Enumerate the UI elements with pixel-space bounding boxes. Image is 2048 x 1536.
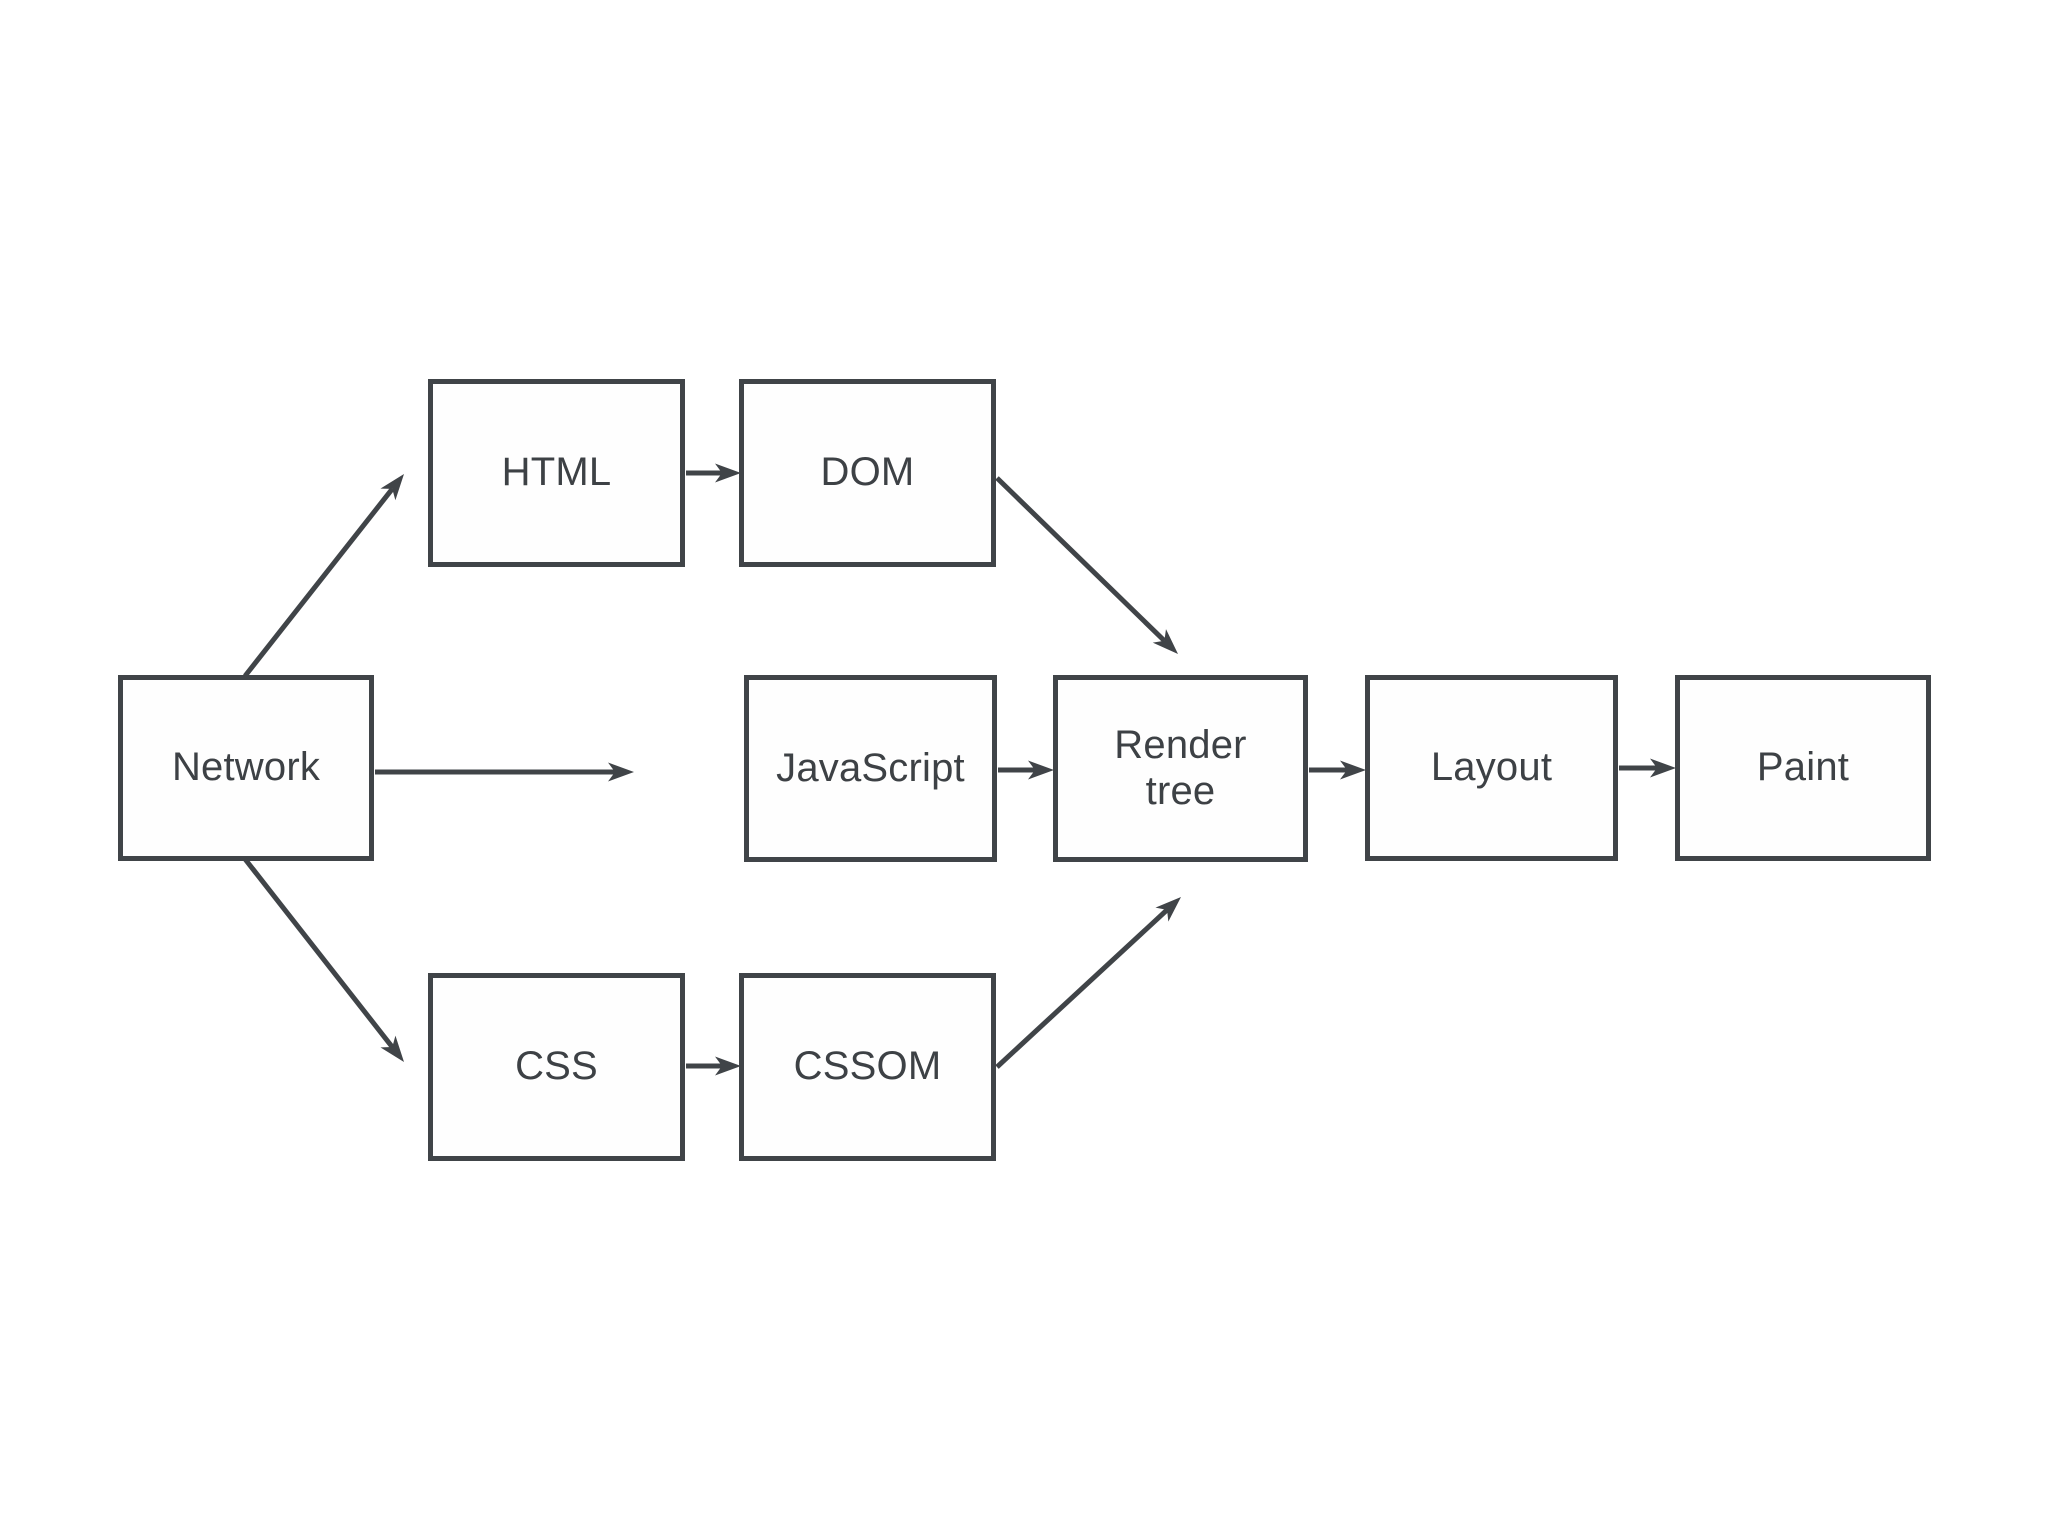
node-css: CSS xyxy=(428,973,685,1161)
arrowhead-icon xyxy=(1650,758,1676,778)
edge-html-to-dom xyxy=(686,463,741,483)
arrowhead-icon xyxy=(1152,629,1178,654)
node-network-label: Network xyxy=(171,745,321,790)
arrowhead-icon xyxy=(608,762,634,782)
node-dom: DOM xyxy=(739,379,996,567)
arrowhead-icon xyxy=(715,463,741,483)
node-html: HTML xyxy=(428,379,685,567)
arrowhead-icon xyxy=(380,1035,404,1062)
edge-dom-to-render-tree xyxy=(995,476,1178,654)
node-html-label: HTML xyxy=(501,450,612,495)
node-layout: Layout xyxy=(1365,675,1618,861)
node-paint-label: Paint xyxy=(1756,745,1850,790)
node-css-label: CSS xyxy=(515,1044,598,1089)
node-javascript: JavaScript xyxy=(744,675,997,862)
edge-network-to-css xyxy=(243,857,404,1062)
node-cssom: CSSOM xyxy=(739,973,996,1161)
edge-network-to-javascript xyxy=(375,762,634,782)
edge-network-to-html xyxy=(243,474,404,678)
edge-render-tree-to-layout xyxy=(1309,760,1366,780)
edge-css-to-cssom xyxy=(686,1056,741,1076)
node-render-tree: Render tree xyxy=(1053,675,1308,862)
node-cssom-label: CSSOM xyxy=(793,1044,942,1089)
node-network: Network xyxy=(118,675,374,861)
arrowhead-icon xyxy=(380,474,404,501)
arrowhead-icon xyxy=(1028,760,1054,780)
node-layout-label: Layout xyxy=(1430,745,1553,790)
node-render-tree-label: Render tree xyxy=(1114,723,1247,813)
node-javascript-label: JavaScript xyxy=(776,745,965,790)
node-paint: Paint xyxy=(1675,675,1931,861)
edge-cssom-to-render-tree xyxy=(995,897,1181,1069)
edge-layout-to-paint xyxy=(1619,758,1676,778)
arrowhead-icon xyxy=(1340,760,1366,780)
arrowhead-icon xyxy=(1155,897,1181,922)
node-dom-label: DOM xyxy=(820,450,915,495)
arrowhead-icon xyxy=(715,1056,741,1076)
edge-javascript-to-render-tree xyxy=(998,760,1054,780)
